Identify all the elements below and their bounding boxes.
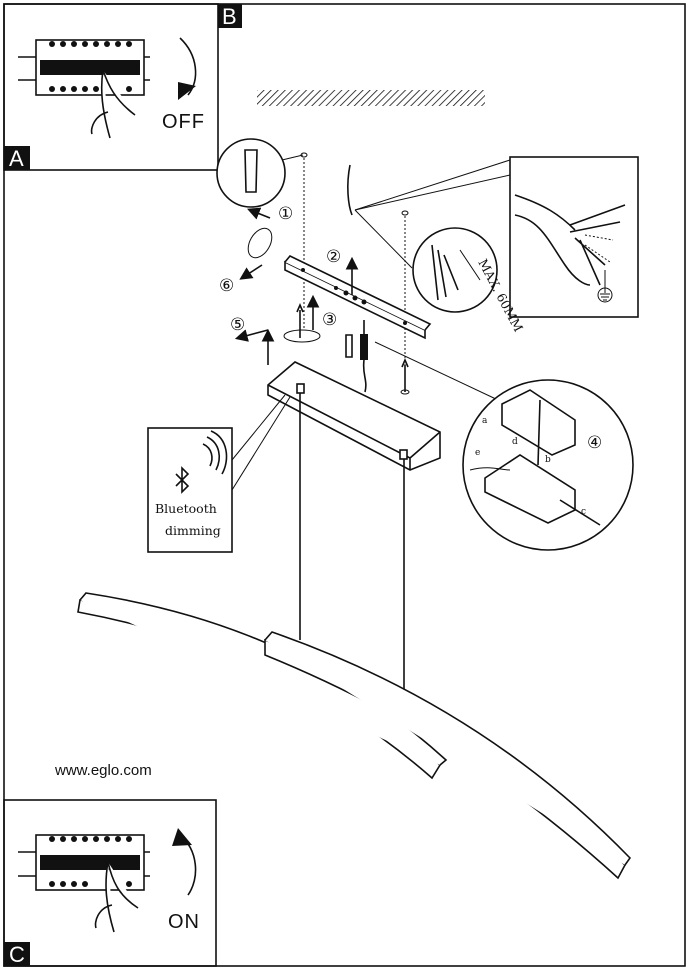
website-link[interactable]: www.eglo.com <box>54 762 152 779</box>
part-d-label: d <box>512 437 518 447</box>
hand-icon <box>90 69 136 139</box>
terminal-block-detail: a b c d e <box>462 379 634 551</box>
mounting-bracket <box>284 255 432 340</box>
hand-icon <box>94 861 139 933</box>
pliers-icon <box>569 204 626 286</box>
ceiling-hatch <box>257 90 485 106</box>
canopy-box <box>267 361 441 471</box>
step-2: ② <box>326 247 341 267</box>
page-border <box>3 3 686 967</box>
circuit-breaker-icon <box>18 39 150 96</box>
ground-icon <box>597 270 613 303</box>
circuit-breaker-icon <box>18 834 150 891</box>
wire-strip-detail <box>509 156 639 318</box>
step-5: ⑤ <box>230 315 245 335</box>
dimming-label: dimming <box>165 523 221 538</box>
led-bar-right <box>264 631 632 880</box>
bluetooth-label: Bluetooth <box>155 501 217 516</box>
screw-icon <box>296 302 304 338</box>
step-4: ④ <box>587 433 602 453</box>
panel-label-b: B <box>222 4 237 29</box>
part-b-label: b <box>545 455 551 465</box>
off-label: OFF <box>162 111 205 133</box>
part-c-label: c <box>581 507 586 517</box>
bluetooth-icon <box>175 430 228 494</box>
panel-c-switch-on: ON C <box>3 799 217 967</box>
part-e-label: e <box>475 448 480 458</box>
panel-label-c: C <box>9 942 25 967</box>
bluetooth-dimming-callout: Bluetooth dimming <box>147 394 291 553</box>
part-a-label: a <box>482 416 488 426</box>
panel-a-switch-off: OFF A <box>3 3 219 171</box>
panel-label-a: A <box>9 146 24 171</box>
step-1: ① <box>278 204 293 224</box>
wall-plug-detail <box>216 138 308 208</box>
step-6: ⑥ <box>219 276 234 296</box>
arrow-icon <box>179 37 197 96</box>
on-label: ON <box>168 911 200 933</box>
step-3: ③ <box>322 310 337 330</box>
